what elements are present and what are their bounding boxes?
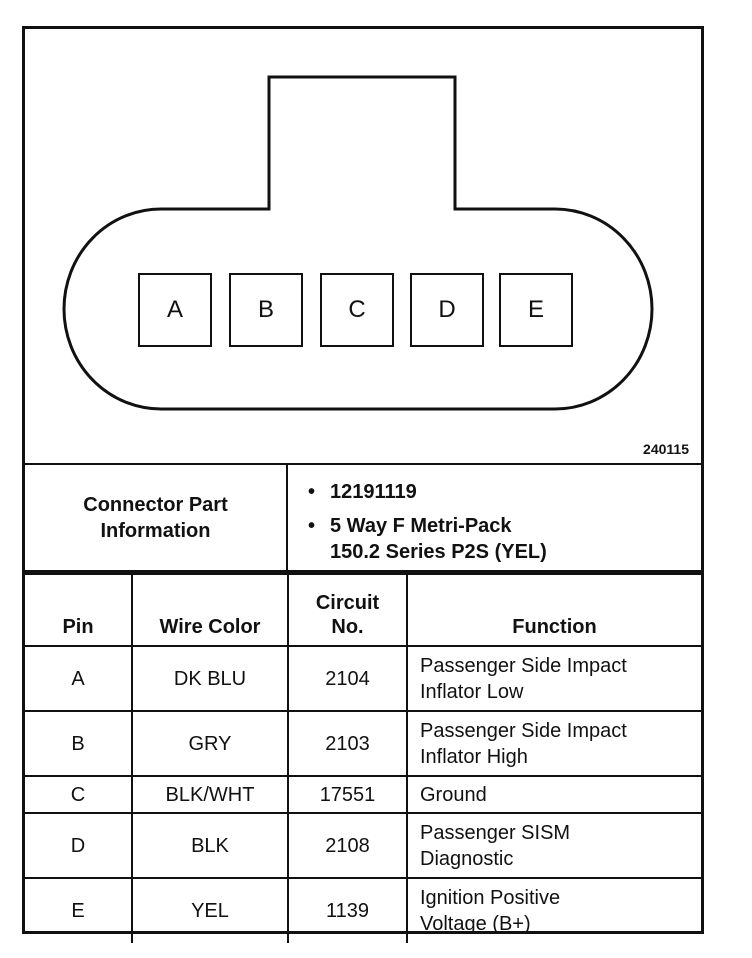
- table-row: E YEL 1139 Ignition Positive Voltage (B+…: [25, 877, 701, 943]
- bullet: •: [308, 481, 316, 503]
- header-pin: Pin: [25, 573, 133, 647]
- function-line1: Ground: [420, 783, 487, 806]
- connector-info-frame: A B C D E 240115 Connector Part Informat…: [22, 26, 704, 943]
- connector-part-info: Connector Part Information • 12191119 • …: [25, 463, 701, 573]
- cell-pin: B: [25, 710, 133, 777]
- info-label-line1: Connector Part: [83, 493, 228, 516]
- cell-pin: D: [25, 812, 133, 879]
- function-line1: Passenger Side Impact: [420, 719, 627, 742]
- pin-cavity-d: D: [410, 273, 484, 347]
- function-line1: Ignition Positive: [420, 887, 561, 909]
- part-number: 12191119: [330, 481, 417, 503]
- header-wire-color: Wire Color: [131, 573, 289, 647]
- info-list: • 12191119 • 5 Way F Metri-Pack 150.2 Se…: [288, 479, 701, 565]
- series-line2: 150.2 Series P2S (YEL): [330, 541, 547, 563]
- cell-wire-color: BLK/WHT: [131, 775, 289, 814]
- figure-id: 240115: [643, 441, 689, 457]
- connector-outline: [62, 75, 654, 411]
- cell-pin: E: [25, 877, 133, 943]
- cell-circuit: 17551: [287, 775, 408, 814]
- function-line1: Passenger SISM: [420, 821, 571, 844]
- info-item-part-number: • 12191119: [288, 479, 701, 505]
- table-row: D BLK 2108 Passenger SISM Diagnostic: [25, 812, 701, 879]
- function-line2: Inflator High: [420, 745, 528, 768]
- cell-wire-color: GRY: [131, 710, 289, 777]
- cell-pin: A: [25, 645, 133, 712]
- cell-wire-color: DK BLU: [131, 645, 289, 712]
- table-row: C BLK/WHT 17551 Ground: [25, 775, 701, 814]
- pin-cavity-a: A: [138, 273, 212, 347]
- cell-function: Passenger Side Impact Inflator Low: [406, 645, 701, 712]
- pin-cavity-b: B: [229, 273, 303, 347]
- header-circuit: Circuit No.: [287, 573, 408, 647]
- function-line2: Voltage (B+): [420, 913, 531, 935]
- function-line2: Diagnostic: [420, 847, 514, 870]
- cell-function: Passenger Side Impact Inflator High: [406, 710, 701, 777]
- cell-wire-color: YEL: [131, 877, 289, 943]
- cell-circuit: 1139: [287, 877, 408, 943]
- connector-diagram: A B C D E 240115: [25, 29, 701, 463]
- pin-table-header: Pin Wire Color Circuit No. Function: [25, 573, 701, 647]
- function-line1: Passenger Side Impact: [420, 654, 627, 677]
- table-row: A DK BLU 2104 Passenger Side Impact Infl…: [25, 645, 701, 712]
- connector-housing-outline: [62, 75, 654, 411]
- pin-table: Pin Wire Color Circuit No. Function A DK…: [25, 573, 701, 943]
- header-circuit-line2: No.: [331, 616, 364, 638]
- cell-function: Ignition Positive Voltage (B+): [406, 877, 701, 943]
- pin-cavity-e: E: [499, 273, 573, 347]
- header-circuit-line1: Circuit: [315, 592, 380, 614]
- cell-pin: C: [25, 775, 133, 814]
- pin-cavity-c: C: [320, 273, 394, 347]
- cell-function: Ground: [406, 775, 701, 814]
- cell-circuit: 2104: [287, 645, 408, 712]
- header-function: Function: [406, 573, 701, 647]
- info-item-series: • 5 Way F Metri-Pack 150.2 Series P2S (Y…: [288, 513, 701, 565]
- info-label: Connector Part Information: [25, 465, 288, 570]
- cell-circuit: 2103: [287, 710, 408, 777]
- series-line1: 5 Way F Metri-Pack: [330, 515, 512, 537]
- table-row: B GRY 2103 Passenger Side Impact Inflato…: [25, 710, 701, 777]
- cell-wire-color: BLK: [131, 812, 289, 879]
- bullet: •: [308, 515, 316, 537]
- info-label-line2: Information: [100, 519, 211, 542]
- function-line2: Inflator Low: [420, 680, 524, 703]
- cell-function: Passenger SISM Diagnostic: [406, 812, 701, 879]
- cell-circuit: 2108: [287, 812, 408, 879]
